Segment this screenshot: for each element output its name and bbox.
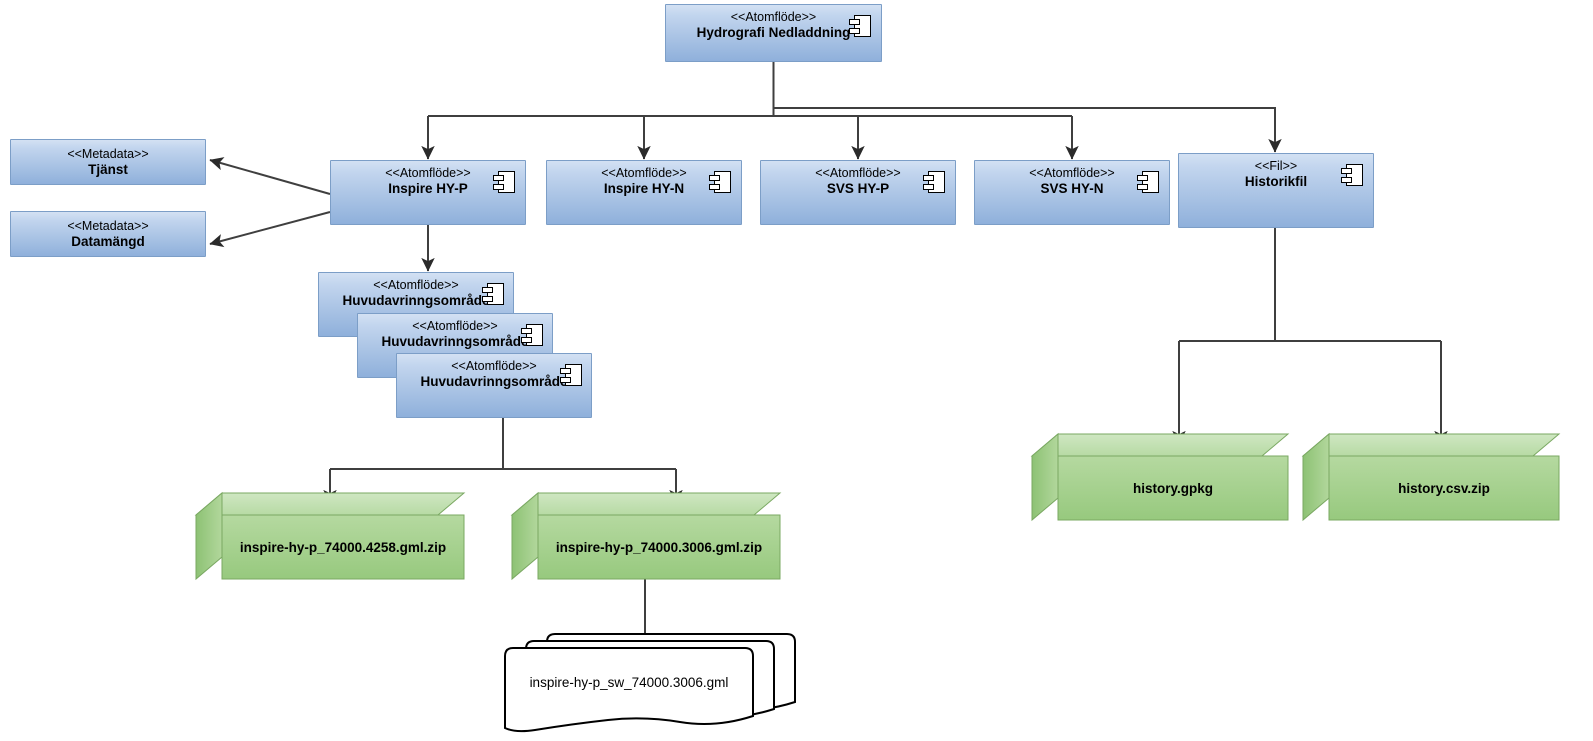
artifact-history-csv-zip[interactable]: history.csv.zip [1301, 432, 1561, 522]
uml-component-icon [482, 283, 504, 305]
component-label: Datamängd [71, 234, 145, 249]
uml-component-icon [709, 171, 731, 193]
component-stereotype: <<Atomflöde>> [412, 319, 498, 333]
component-icon-tab-lower [849, 28, 860, 34]
component-label: Tjänst [88, 162, 128, 177]
uml-component-icon [560, 364, 582, 386]
uml-component-icon [849, 15, 871, 37]
component-icon-tab-upper [560, 368, 571, 374]
artifact-history-gpkg[interactable]: history.gpkg [1030, 432, 1290, 522]
uml-component-icon [521, 324, 543, 346]
component-icon-tab-lower [1137, 184, 1148, 190]
component-label: Inspire HY-N [603, 181, 685, 196]
component-stereotype: <<Metadata>> [67, 219, 149, 233]
document-stack-gml-file[interactable]: inspire-hy-p_sw_74000.3006.gml [504, 628, 796, 733]
component-inspire-hy-n[interactable]: <<Atomflöde>> Inspire HY-N [546, 160, 742, 225]
component-inspire-hy-p[interactable]: <<Atomflöde>> Inspire HY-P [330, 160, 526, 225]
artifact-gml-zip-4258[interactable]: inspire-hy-p_74000.4258.gml.zip [194, 491, 466, 581]
component-label: Inspire HY-P [388, 181, 468, 196]
component-icon-tab-lower [493, 184, 504, 190]
uml-component-icon [1341, 164, 1363, 186]
component-icon-tab-lower [482, 296, 493, 302]
component-icon-tab-lower [521, 337, 532, 343]
component-label: Huvudavrinngsområde [342, 293, 490, 308]
component-stereotype: <<Atomflöde>> [1029, 166, 1115, 180]
component-icon-tab-upper [1137, 175, 1148, 181]
component-label: Huvudavrinngsområde [420, 374, 568, 389]
component-stereotype: <<Atomflöde>> [373, 278, 459, 292]
component-icon-tab-upper [923, 175, 934, 181]
component-icon-tab-upper [482, 287, 493, 293]
artifact-label: inspire-hy-p_74000.3006.gml.zip [555, 540, 763, 555]
component-label: Huvudavrinngsområde [381, 334, 529, 349]
component-stereotype: <<Atomflöde>> [451, 359, 537, 373]
artifact-label: history.gpkg [1132, 481, 1213, 496]
component-huvudavrinningsomrade-front[interactable]: <<Atomflöde>> Huvudavrinngsområde [396, 353, 592, 418]
component-icon-tab-upper [849, 19, 860, 25]
component-svs-hy-n[interactable]: <<Atomflöde>> SVS HY-N [974, 160, 1170, 225]
component-icon-tab-upper [521, 328, 532, 334]
component-hydrografi-nedladdning[interactable]: <<Atomflöde>> Hydrografi Nedladdning [665, 4, 882, 62]
edge-to-historikfil [773, 107, 1282, 153]
component-stereotype: <<Atomflöde>> [385, 166, 471, 180]
uml-component-icon [1137, 171, 1159, 193]
component-icon-tab-lower [923, 184, 934, 190]
component-metadata-tjanst[interactable]: <<Metadata>> Tjänst [10, 139, 206, 185]
component-stereotype: <<Fil>> [1254, 159, 1298, 173]
component-icon-tab-lower [709, 184, 720, 190]
document-label: inspire-hy-p_sw_74000.3006.gml [529, 675, 729, 690]
component-label: Historikfil [1244, 174, 1308, 189]
component-stereotype: <<Atomflöde>> [815, 166, 901, 180]
component-icon-tab-upper [493, 175, 504, 181]
component-stereotype: <<Metadata>> [67, 147, 149, 161]
artifact-gml-zip-3006[interactable]: inspire-hy-p_74000.3006.gml.zip [510, 491, 782, 581]
uml-component-icon [923, 171, 945, 193]
artifact-label: inspire-hy-p_74000.4258.gml.zip [239, 540, 447, 555]
component-icon-tab-lower [560, 377, 571, 383]
edge-to-metadata-tjanst [209, 157, 331, 195]
component-historikfil[interactable]: <<Fil>> Historikfil [1178, 153, 1374, 228]
uml-component-icon [493, 171, 515, 193]
edge-to-metadata-datamangd [209, 211, 331, 248]
component-label: SVS HY-N [1040, 181, 1104, 196]
component-stereotype: <<Atomflöde>> [730, 10, 817, 24]
component-stereotype: <<Atomflöde>> [601, 166, 687, 180]
component-icon-tab-upper [709, 175, 720, 181]
document-sheet-front [504, 647, 754, 733]
component-label: Hydrografi Nedladdning [696, 25, 851, 40]
component-icon-tab-lower [1341, 177, 1352, 183]
component-label: SVS HY-P [826, 181, 890, 196]
component-icon-tab-upper [1341, 168, 1352, 174]
component-metadata-datamangd[interactable]: <<Metadata>> Datamängd [10, 211, 206, 257]
artifact-label: history.csv.zip [1398, 481, 1490, 496]
component-svs-hy-p[interactable]: <<Atomflöde>> SVS HY-P [760, 160, 956, 225]
